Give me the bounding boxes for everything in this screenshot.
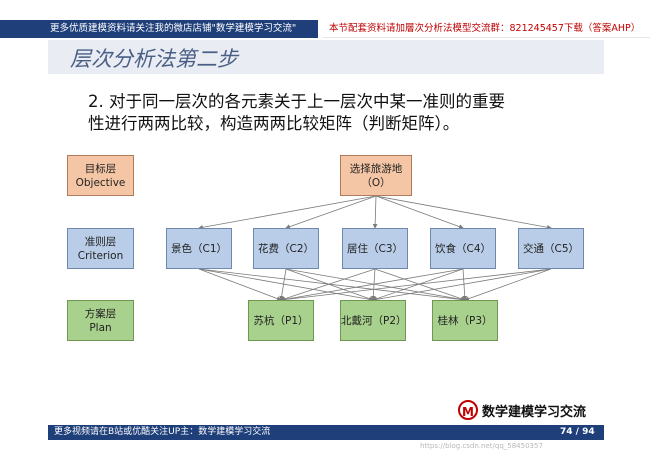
- slide-title: 层次分析法第二步: [70, 47, 238, 71]
- connector-criterion-plan: [280, 268, 376, 302]
- level-label-goal: 目标层 Objective: [67, 155, 134, 196]
- plan-node: 北戴河（P2）: [340, 300, 407, 341]
- connector-criterion-plan: [198, 268, 282, 301]
- goal-node-line1: 选择旅游地: [349, 162, 403, 175]
- goal-node: 选择旅游地 （O）: [340, 155, 412, 196]
- connector-goal-criterion: [375, 195, 464, 229]
- level-criterion-cn: 准则层: [84, 235, 117, 248]
- connector-goal-criterion: [198, 195, 377, 230]
- header-left-banner: 更多优质建模资料请关注我的微店店铺"数学建模学习交流": [0, 20, 318, 38]
- description-paragraph: 2. 对于同一层次的各元素关于上一层次中某一准则的重要 性进行两两比较，构造两两…: [88, 91, 588, 135]
- header-right-banner: 本节配套资料请加層次分析法模型交流群：821245457下载（答案AHP）: [323, 20, 650, 38]
- level-label-plan: 方案层 Plan: [67, 300, 134, 341]
- paragraph-line-1: 2. 对于同一层次的各元素关于上一层次中某一准则的重要: [88, 92, 505, 111]
- connector-criterion-plan: [372, 268, 552, 302]
- connector-criterion-plan: [280, 268, 464, 302]
- level-plan-cn: 方案层: [84, 307, 117, 320]
- page-number: 74 / 94: [560, 427, 595, 437]
- connector-criterion-plan: [198, 268, 374, 302]
- goal-node-line2: （O）: [361, 176, 391, 189]
- logo-m-icon: M: [458, 400, 478, 420]
- connector-criterion-plan: [285, 268, 374, 301]
- connector-goal-criterion: [375, 195, 552, 230]
- criterion-node: 饮食（C4）: [430, 228, 496, 269]
- criterion-node: 交通（C5）: [518, 228, 584, 269]
- criterion-node: 景色（C1）: [166, 228, 232, 269]
- plan-node: 苏杭（P1）: [248, 300, 314, 341]
- connector-goal-criterion: [285, 195, 377, 229]
- connector-criterion-plan: [285, 268, 466, 302]
- criterion-node: 居住（C3）: [342, 228, 408, 269]
- connector-criterion-plan: [198, 268, 466, 302]
- level-goal-en: Objective: [75, 176, 126, 189]
- paragraph-line-2: 性进行两两比较，构造两两比较矩阵（判断矩阵）。: [88, 114, 460, 133]
- connector-criterion-plan: [279, 268, 287, 301]
- level-criterion-en: Criterion: [77, 249, 124, 262]
- brand-logo: M 数学建模学习交流: [458, 400, 586, 420]
- level-goal-cn: 目标层: [84, 162, 117, 175]
- connector-criterion-plan: [464, 268, 552, 301]
- connector-criterion-plan: [280, 268, 552, 302]
- plan-node: 桂林（P3）: [432, 300, 498, 341]
- connector-criterion-plan: [374, 268, 466, 301]
- level-label-criterion: 准则层 Criterion: [67, 228, 134, 269]
- title-bar: [48, 40, 604, 74]
- logo-text: 数学建模学习交流: [482, 404, 587, 420]
- connector-goal-criterion: [372, 195, 378, 229]
- criterion-node: 花费（C2）: [253, 228, 319, 269]
- watermark-text: https://blog.csdn.net/qq_58450357: [420, 442, 543, 450]
- footer-banner: 更多视频请在B站或优酷关注UP主：数学建模学习交流: [48, 425, 604, 440]
- level-plan-en: Plan: [89, 321, 112, 334]
